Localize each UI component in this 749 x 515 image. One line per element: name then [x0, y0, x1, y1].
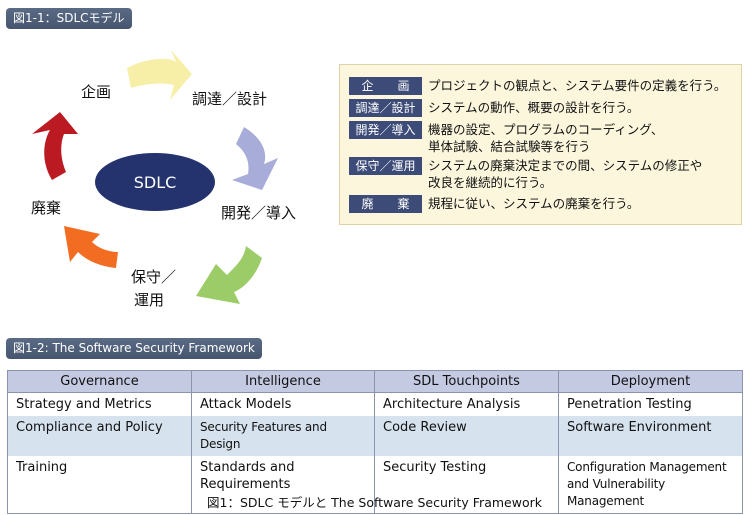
- table-cell: Architecture Analysis: [374, 392, 559, 416]
- figure-1-2-label: 図1-2: The Software Security Framework: [6, 338, 262, 359]
- table-row: Strategy and Metrics Attack Models Archi…: [7, 392, 743, 416]
- legend-tag: 開発／導入: [349, 121, 422, 139]
- table-cell: Compliance and Policy: [7, 416, 192, 456]
- stage-ops-label-line1: 保守／: [131, 268, 177, 286]
- table-row: Compliance and Policy Security Features …: [7, 416, 743, 456]
- legend-tag: 保守／運用: [349, 157, 422, 175]
- sdlc-center-label: SDLC: [134, 173, 177, 192]
- table-cell: Penetration Testing: [558, 392, 743, 416]
- table-cell: Configuration Management and Vulnerabili…: [558, 456, 743, 514]
- table-cell: Training: [7, 456, 192, 514]
- stage-design-label: 調達／設計: [192, 90, 268, 108]
- legend-description: システムの動作、概要の設計を行う。: [428, 100, 640, 115]
- table-cell: Security Features and Design: [191, 416, 375, 456]
- sdlc-center-ellipse: [95, 153, 215, 211]
- stage-dispose-label: 廃棄: [31, 199, 62, 217]
- legend-tag: 調達／設計: [349, 99, 422, 117]
- header-intelligence: Intelligence: [191, 370, 375, 393]
- stage-plan-label: 企画: [81, 83, 112, 101]
- legend-description: システムの廃棄決定までの間、システムの修正や 改良を継続的に行う。: [428, 158, 703, 190]
- arrow-dispose-to-plan: [32, 112, 78, 180]
- header-deployment: Deployment: [558, 370, 743, 393]
- figure-caption: 図1：SDLC モデルと The Software Security Frame…: [207, 495, 542, 510]
- header-sdl-touchpoints: SDL Touchpoints: [374, 370, 559, 393]
- table-cell: Software Environment: [558, 416, 743, 456]
- table-cell: Security Testing: [374, 456, 559, 514]
- arrow-ops-to-dispose: [64, 226, 118, 268]
- stage-dev-label: 開発／導入: [221, 204, 297, 222]
- figure-1-1-label: 図1-1：SDLCモデル: [6, 8, 132, 29]
- arrow-dev-to-ops: [196, 246, 262, 304]
- table-header-row: Governance Intelligence SDL Touchpoints …: [7, 370, 743, 393]
- arrow-design-to-dev: [232, 127, 278, 190]
- software-security-framework-table: Governance Intelligence SDL Touchpoints …: [7, 370, 743, 514]
- sdlc-cycle-diagram: SDLC: [32, 50, 278, 304]
- legend-tag: 企 画: [349, 77, 422, 95]
- stage-ops-label-line2: 運用: [134, 291, 165, 309]
- table-cell: Strategy and Metrics: [7, 392, 192, 416]
- legend-description: 機器の設定、プログラムのコーディング、 単体試験、結合試験等を行う: [428, 122, 664, 154]
- table-row: Training Standards and Requirements Secu…: [7, 456, 743, 514]
- legend-description: 規程に従い、システムの廃棄を行う。: [428, 196, 640, 211]
- arrow-plan-to-design: [127, 50, 192, 100]
- table-cell: Standards and Requirements: [191, 456, 375, 514]
- table-cell: Code Review: [374, 416, 559, 456]
- header-governance: Governance: [7, 370, 192, 393]
- legend-tag: 廃 棄: [349, 195, 422, 213]
- sdlc-legend-box: 企 画 プロジェクトの観点と、システム要件の定義を行う。 調達／設計 システムの…: [339, 64, 742, 225]
- legend-description: プロジェクトの観点と、システム要件の定義を行う。: [428, 78, 727, 93]
- table-cell: Attack Models: [191, 392, 375, 416]
